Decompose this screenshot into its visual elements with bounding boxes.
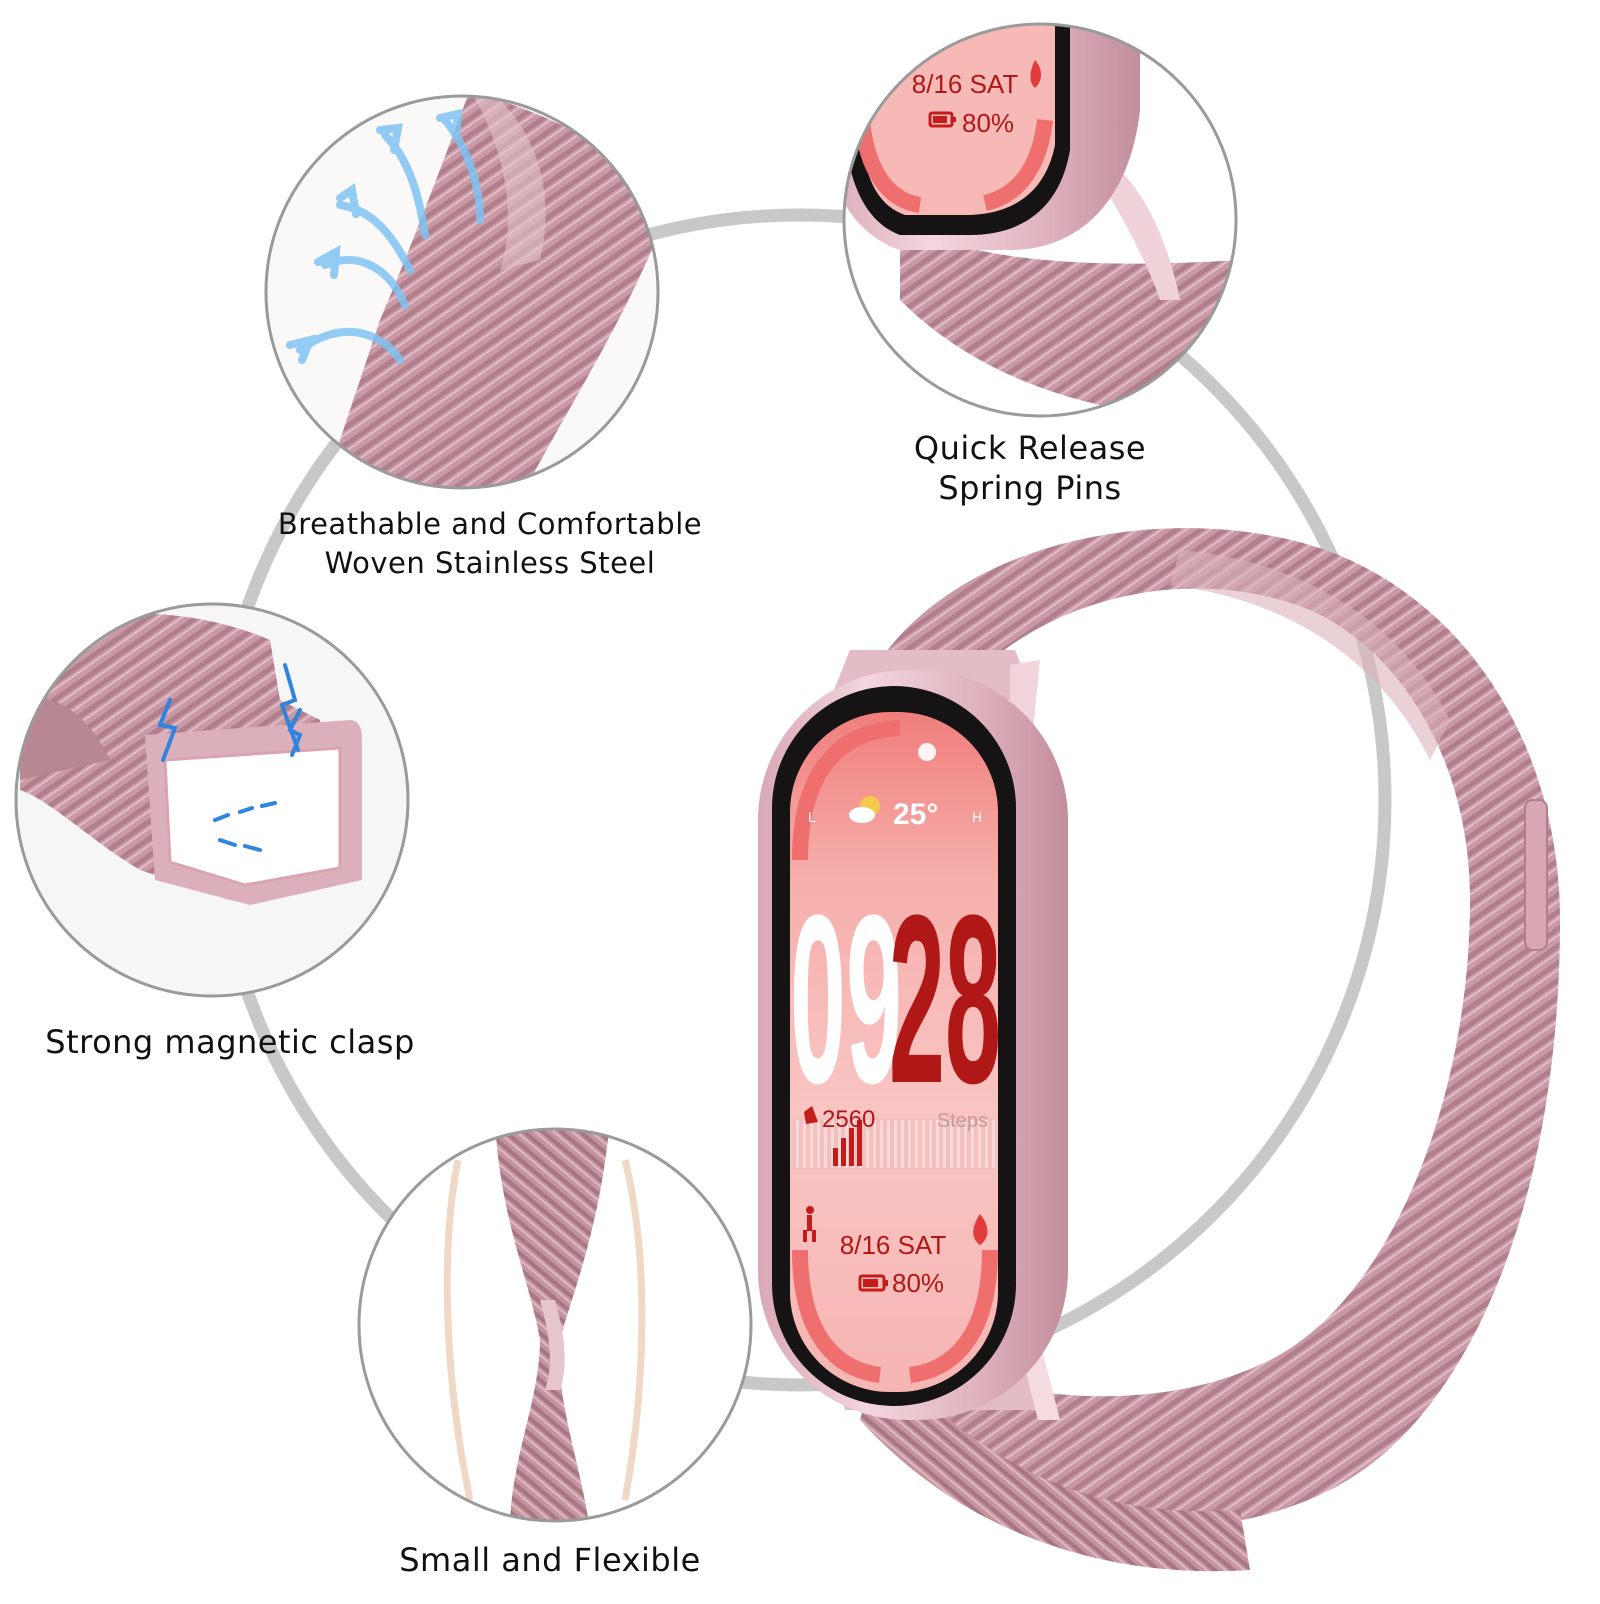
time-hour: 09	[790, 866, 902, 1135]
side-label-left: L	[808, 809, 816, 825]
label-magnetic: Strong magnetic clasp	[45, 1023, 415, 1061]
walking-person-icon	[803, 1206, 816, 1242]
lightning-icon	[157, 663, 303, 852]
breathable-detail	[264, 94, 660, 490]
steps-value: 2560	[822, 1106, 875, 1133]
step-history-bars	[792, 1118, 996, 1170]
sun-cloud-icon	[849, 796, 880, 823]
spring-pins-detail	[842, 22, 1238, 418]
weather-temperature: 25°	[893, 798, 938, 831]
label-breathable: Breathable and Comfortable Woven Stainle…	[277, 507, 703, 580]
watch-face: 25° L H 09 28 2560 Steps 8/16 SAT 80%	[790, 796, 1001, 1298]
label-spring-pins: Quick Release Spring Pins	[913, 429, 1147, 507]
detail-watch-date: 8/16 SAT	[912, 69, 1019, 99]
airflow-arrow-icon	[286, 108, 484, 364]
watch-screen	[790, 712, 998, 1392]
time-minute: 28	[889, 866, 1001, 1135]
shoe-icon	[804, 1106, 818, 1124]
watch-date: 8/16 SAT	[840, 1230, 947, 1260]
main-watch	[758, 650, 1068, 1420]
steps-label: Steps	[937, 1110, 988, 1132]
main-band	[860, 528, 1560, 1572]
watch-battery: 80%	[892, 1268, 944, 1298]
battery-icon	[928, 111, 956, 128]
flame-icon	[973, 1214, 988, 1245]
detail-watch-face: 8/16 SAT 80%	[912, 69, 1019, 138]
flame-icon	[1030, 60, 1042, 88]
side-label-right: H	[972, 809, 982, 825]
label-flexible: Small and Flexible	[399, 1541, 701, 1579]
battery-icon	[858, 1274, 888, 1292]
detail-watch-battery: 80%	[962, 108, 1014, 138]
flexible-detail	[357, 1127, 753, 1523]
magnetic-clasp-detail	[14, 602, 410, 998]
